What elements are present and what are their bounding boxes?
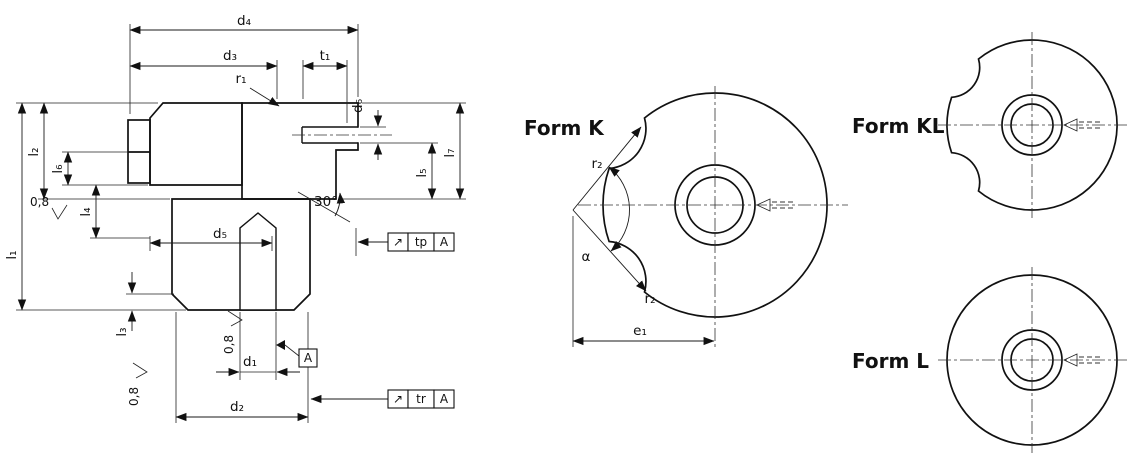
dim-label-d1: d₁ (243, 354, 257, 370)
dim-label-d3: d₃ (223, 48, 237, 64)
dim-label-d4: d₄ (237, 13, 251, 29)
dim-label-angle: 30° (314, 194, 338, 210)
form-kl-outer-profile (946, 39, 1118, 211)
knurled-head-section (149, 102, 243, 186)
leader-r1 (249, 87, 280, 107)
alpha-angle-arc (608, 166, 630, 252)
dim-label-l7: l₇ (442, 148, 458, 157)
datum-triangle-icon (276, 340, 285, 350)
callout-cell (433, 232, 455, 252)
bottom-bore-outline (239, 212, 277, 311)
head-right-section (241, 102, 359, 200)
tolerance-label: tp (415, 235, 427, 249)
form-kl-view: Form KL (852, 32, 1128, 218)
dim-label-l4: l₄ (78, 207, 94, 216)
datum-ref-label: A (440, 392, 449, 406)
datum-leader (284, 344, 300, 357)
dim-label-d6: d₆ (350, 99, 366, 113)
thread-pointer-icon (1063, 353, 1078, 367)
dim-label-d5: d₅ (213, 226, 227, 242)
roughness-check-icon (227, 310, 243, 327)
form-k-outer-profile (602, 92, 828, 318)
thread-pointer-dashes (1079, 356, 1100, 364)
runout-callout-tp: ↗ tp A (357, 232, 455, 252)
form-l-title: Form L (852, 349, 929, 373)
thread-pointer-icon (756, 198, 771, 212)
dim-label-l6: l₆ (50, 164, 66, 173)
dim-label-l5: l₅ (414, 168, 430, 177)
thread-pointer-dashes (772, 201, 794, 209)
datum-label: A (304, 351, 313, 365)
dim-label-l3: l₃ (114, 327, 130, 336)
dim-label-alpha: α (582, 249, 591, 265)
datum-marker-a: A (276, 340, 318, 368)
dim-label-l2: l₂ (26, 147, 42, 156)
dim-label-r2-upper: r₂ (592, 156, 603, 172)
roughness-check-icon (132, 362, 148, 379)
thread-pointer-icon (1063, 118, 1078, 132)
surface-finish-3: 0,8 (127, 362, 148, 406)
roughness-value: 0,8 (127, 387, 141, 406)
section-view: d₄ d₃ t₁ r₁ d₆ l₂ l₁ l₆ l₄ l₃ d₅ 30° d₁ … (4, 13, 466, 423)
radius-line-r2-upper (572, 126, 642, 211)
chamfer-angle-line (297, 191, 351, 223)
dim-label-r1: r₁ (236, 71, 247, 87)
form-k-view: Form K r₂ r₂ α e₁ (524, 86, 848, 348)
roughness-value: 0,8 (30, 195, 49, 209)
surface-finish-2: 0,8 (222, 310, 243, 354)
roughness-check-icon (51, 204, 68, 220)
dim-label-d2: d₂ (230, 399, 244, 415)
runout-symbol-icon: ↗ (393, 392, 403, 406)
surface-finish-1: 0,8 (30, 195, 68, 220)
thread-pointer-dashes (1079, 121, 1100, 129)
datum-box (298, 348, 318, 368)
dim-label-r2-lower: r₂ (645, 291, 656, 307)
dim-label-l1: l₁ (4, 250, 20, 259)
dim-label-t1: t₁ (320, 48, 331, 64)
runout-symbol-icon: ↗ (393, 235, 403, 249)
label-bg (204, 226, 236, 241)
runout-callout-tr: ↗ tr A (310, 389, 455, 409)
callout-cell (433, 389, 455, 409)
chamfer-angle-arc (334, 192, 346, 217)
form-kl-title: Form KL (852, 114, 945, 138)
dim-label-e1: e₁ (633, 323, 647, 339)
roughness-value: 0,8 (222, 335, 236, 354)
tolerance-label: tr (416, 392, 426, 406)
form-l-view: Form L (852, 267, 1128, 453)
form-k-title: Form K (524, 116, 605, 140)
datum-ref-label: A (440, 235, 449, 249)
